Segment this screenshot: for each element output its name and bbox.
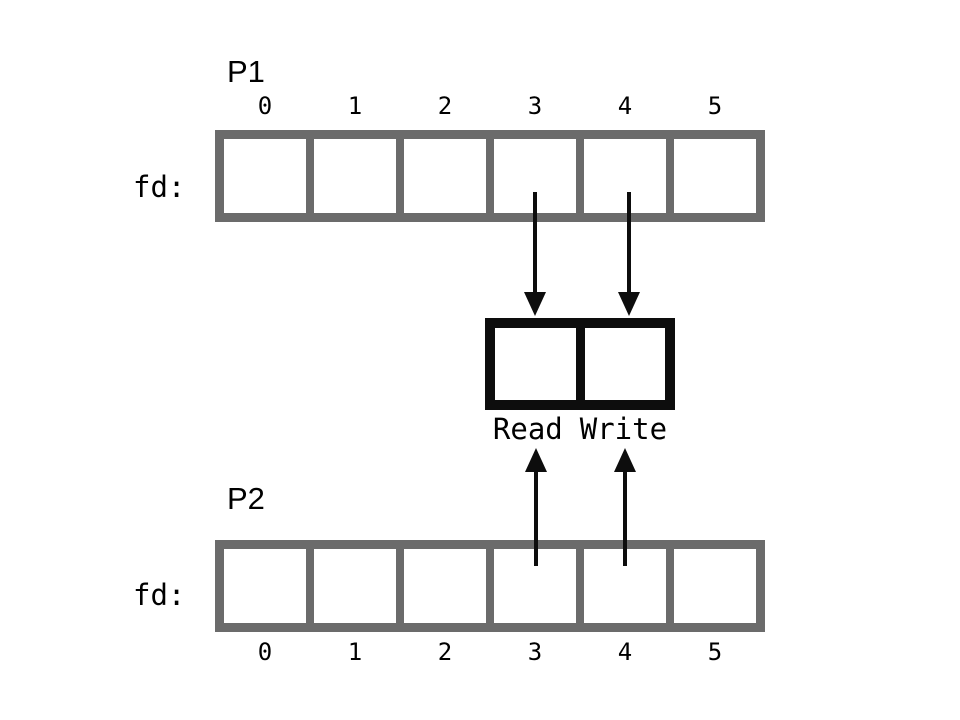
p1-fd-cell-5 — [674, 139, 756, 213]
p2-fd-cell-5 — [674, 549, 756, 623]
p2-index-2: 2 — [437, 638, 453, 666]
p1-index-4: 4 — [617, 92, 633, 120]
p2-fd-cell-1 — [314, 549, 396, 623]
p2-fd-cell-4 — [584, 549, 666, 623]
pipe-read-cell — [495, 328, 576, 400]
pipe-write-cell — [584, 328, 665, 400]
p1-fd-cell-4 — [584, 139, 666, 213]
p2-index-3: 3 — [527, 638, 543, 666]
p1-index-3: 3 — [527, 92, 543, 120]
p2-index-1: 1 — [347, 638, 363, 666]
p1-fd-cell-1 — [314, 139, 396, 213]
p1-index-0: 0 — [257, 92, 273, 120]
p1-label: P1 — [227, 54, 265, 89]
p1-fd-cell-3 — [494, 139, 576, 213]
p2-label: P2 — [227, 481, 265, 516]
pipe-write-label: Write — [579, 412, 668, 446]
p2-index-4: 4 — [617, 638, 633, 666]
p2-fd-cell-2 — [404, 549, 486, 623]
pipe-labels: Read Write — [480, 413, 680, 445]
pipe-read-label: Read — [492, 412, 563, 446]
p2-index-row: 0 1 2 3 4 5 — [215, 638, 765, 666]
p1-index-1: 1 — [347, 92, 363, 120]
p1-index-row: 0 1 2 3 4 5 — [215, 92, 765, 120]
p2-index-5: 5 — [707, 638, 723, 666]
p1-fd-table — [215, 130, 765, 222]
p2-fd-label: fd: — [133, 578, 186, 612]
p1-fd-cell-0 — [224, 139, 306, 213]
p2-fd-table — [215, 540, 765, 632]
p1-fd-cell-2 — [404, 139, 486, 213]
p1-index-2: 2 — [437, 92, 453, 120]
p1-index-5: 5 — [707, 92, 723, 120]
p2-fd-cell-0 — [224, 549, 306, 623]
p2-fd-cell-3 — [494, 549, 576, 623]
pipe-box — [485, 318, 675, 410]
p1-fd-label: fd: — [133, 170, 186, 204]
p2-index-0: 0 — [257, 638, 273, 666]
